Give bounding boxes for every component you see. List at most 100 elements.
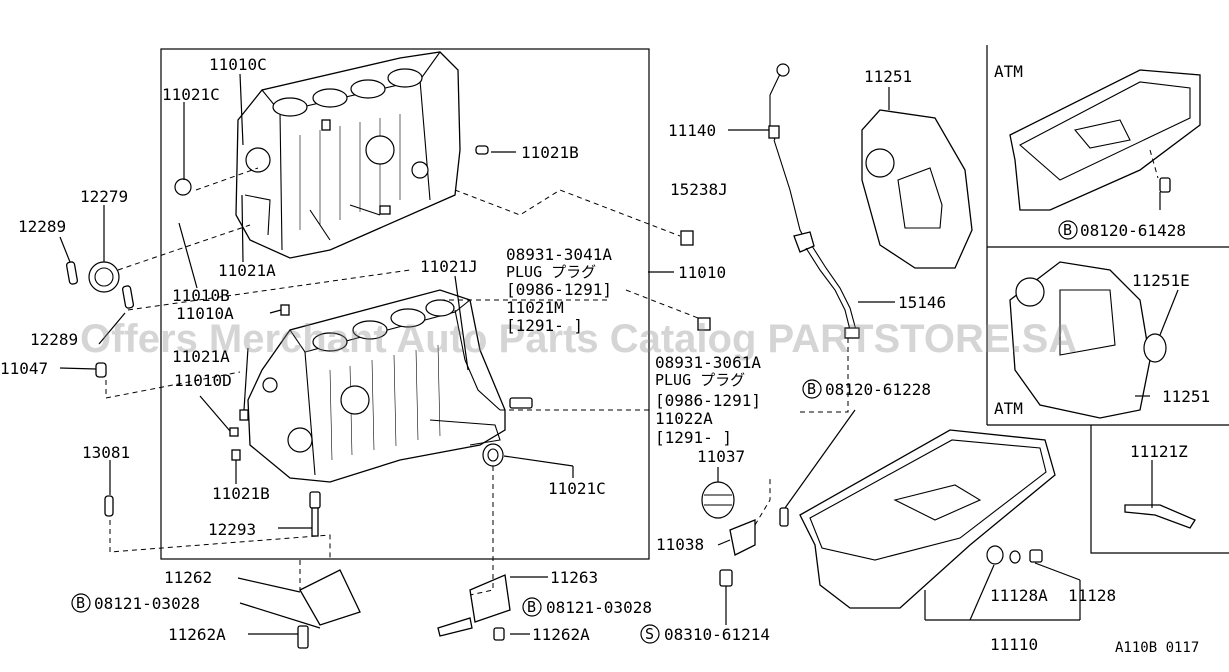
ref-08120-61228-code: 08120-61228 [825,380,931,399]
label-11262: 11262 [164,568,212,587]
plug2-range2: [1291- ] [655,428,732,447]
pin-13081 [104,495,114,517]
plug-11021b-top [475,145,489,155]
plug1-part: 08931-3041A [506,245,612,264]
drain-plug-11128 [986,545,1043,565]
plug-11251e [1143,333,1167,363]
label-11010a: 11010A [176,304,234,323]
dipstick-guide-frame [1090,425,1229,554]
plug-08931-3041a [697,317,711,331]
label-12279: 12279 [80,187,128,206]
label-11021a-top: 11021A [218,261,276,280]
bolt-11262a-right [493,627,505,641]
key-12289-top [65,261,79,285]
label-12289-bot: 12289 [30,330,78,349]
label-11021j: 11021J [420,257,478,276]
plug2-name: PLUG プラグ [655,371,745,389]
oil-pan-11110 [799,429,1056,609]
plug-11047 [95,362,107,378]
ref-08120-61428-prefix: B [1063,221,1072,239]
plug1-range1: [0986-1291] [506,280,612,299]
bolt-11262a-left [297,625,309,649]
plug1-alt: 11021M [506,298,564,317]
label-11021b-bot: 11021B [212,484,270,503]
bolt-08310-61214 [719,569,733,587]
ref-08120-61228: B 08120-61228 [802,379,931,399]
label-11251e: 11251E [1132,271,1190,290]
ref-08310-61214: S 08310-61214 [640,624,770,644]
seal-11021c-top [174,178,192,196]
label-11110: 11110 [990,635,1038,654]
label-11128: 11128 [1068,586,1116,605]
label-11140: 11140 [668,121,716,140]
pin-11010a [280,304,290,316]
label-11021c-bot: 11021C [548,479,606,498]
rear-plate-11251-top [861,109,973,269]
ref-08120-61428: B 08120-61428 [1058,220,1186,240]
label-11047: 11047 [0,359,48,378]
ref-08121-03028-left-prefix: B [76,594,85,612]
label-11121z: 11121Z [1130,442,1188,461]
plug1-range2: [1291- ] [506,316,583,335]
plug-11021b-bot [231,449,241,461]
plug-bolt-08931-3061a [509,397,533,409]
ref-08120-61428-code: 08120-61428 [1080,221,1186,240]
leader-lines [59,73,1179,635]
dipstick-tube-15146 [793,231,860,339]
ref-08310-61214-prefix: S [645,625,654,643]
seal-12279 [88,261,120,293]
reference-code: A110B 0117 [1115,640,1199,656]
label-12293: 12293 [208,520,256,539]
ref-08121-03028-left: B 08121-03028 [71,593,200,613]
bolt-08120-61228 [779,507,789,527]
bracket-15238j [680,230,694,246]
atm-label-bottom: ATM [994,399,1023,418]
ref-08121-03028-right-code: 08121-03028 [546,598,652,617]
mount-11263 [437,574,511,637]
label-11038: 11038 [656,535,704,554]
bolt-12293 [309,491,321,537]
oil-strainer-11037 [701,481,735,519]
dipstick-11121z [1124,504,1196,529]
ref-08310-61214-code: 08310-61214 [664,625,770,644]
ref-08120-61228-prefix: B [807,380,816,398]
label-11010d: 11010D [174,371,232,390]
mount-11262 [299,569,361,626]
label-11263: 11263 [550,568,598,587]
seal-11021c-bot [482,443,504,467]
label-11262a-right: 11262A [532,625,590,644]
dashed-lines [105,149,1159,596]
atm-oil-pan [1009,69,1201,211]
label-11128a: 11128A [990,586,1048,605]
watermark: Offers Merchant Auto Parts Catalog PARTS… [80,317,1077,361]
label-13081: 13081 [82,443,130,462]
label-11251-bot: 11251 [1162,387,1210,406]
key-12289-bot [121,285,135,309]
pin-11010d [229,427,239,437]
plug2-range1: [0986-1291] [655,391,761,410]
label-11010c: 11010C [209,55,267,74]
label-11037: 11037 [697,447,745,466]
label-11010: 11010 [678,263,726,282]
label-11021b-top: 11021B [521,143,579,162]
block-assembly-frame [160,48,650,560]
dipstick-11140 [768,63,809,246]
seal-12279-inner [94,267,114,287]
drain-bolt-atm [1159,177,1171,193]
ref-08121-03028-right: B 08121-03028 [522,597,652,617]
label-15146: 15146 [898,293,946,312]
label-11262a-left: 11262A [168,625,226,644]
plug-11021a-mid [239,409,249,421]
label-15238j: 15238J [670,180,728,199]
label-11251-top: 11251 [864,67,912,86]
plug2-alt: 11022A [655,409,713,428]
label-11010b: 11010B [172,286,230,305]
ref-08121-03028-left-code: 08121-03028 [94,594,200,613]
bracket-11038 [729,519,756,556]
cylinder-block-upper [235,51,461,259]
ref-08121-03028-right-prefix: B [527,598,536,616]
atm-rear-plate-11251 [1009,261,1151,419]
label-11021a-mid: 11021A [172,347,230,366]
label-11021c-top: 11021C [162,85,220,104]
